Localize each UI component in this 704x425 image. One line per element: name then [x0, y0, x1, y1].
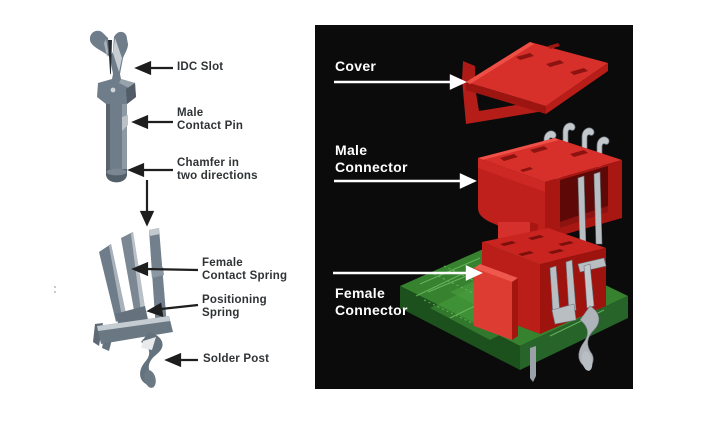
- female-contact-spring-illustration: [93, 228, 173, 388]
- label-line: Male: [335, 142, 368, 158]
- label-line: Spring: [202, 307, 240, 319]
- label-line: Connector: [335, 158, 408, 175]
- male-contact-pin-label: Male Contact Pin: [177, 107, 243, 133]
- label-line: Contact Spring: [202, 270, 288, 282]
- idc-slot-label: IDC Slot: [177, 61, 223, 74]
- label-line: Solder Post: [203, 353, 270, 365]
- label-line: Connector: [335, 301, 408, 318]
- male-connector-arrow: [334, 173, 477, 189]
- female-contact-spring-label: Female Contact Spring: [202, 257, 287, 283]
- label-line: Male: [177, 107, 204, 119]
- male-contact-pin-illustration: [89, 30, 136, 183]
- cover-arrow: [334, 74, 467, 90]
- female-connector-label: Female Connector: [335, 285, 408, 318]
- stray-mark: [54, 286, 56, 288]
- solder-post-label: Solder Post: [203, 353, 269, 366]
- label-line: Contact Pin: [177, 120, 244, 132]
- label-line: IDC Slot: [177, 61, 224, 73]
- connector-assembly-panel: Cover Male Connector Female Connector: [315, 25, 633, 389]
- cover-label: Cover: [335, 58, 376, 75]
- female-connector-illustration: [400, 222, 628, 382]
- label-line: Female: [202, 257, 243, 269]
- label-line: two directions: [177, 170, 258, 182]
- male-connector-illustration: [478, 122, 622, 249]
- positioning-spring-label: Positioning Spring: [202, 294, 267, 320]
- label-line: Chamfer in: [177, 157, 240, 169]
- cover-illustration: [462, 42, 608, 124]
- label-line: Cover: [335, 58, 377, 74]
- male-connector-label: Male Connector: [335, 142, 408, 175]
- label-line: Positioning: [202, 294, 267, 306]
- chamfer-label: Chamfer in two directions: [177, 157, 258, 183]
- label-line: Female: [335, 285, 386, 301]
